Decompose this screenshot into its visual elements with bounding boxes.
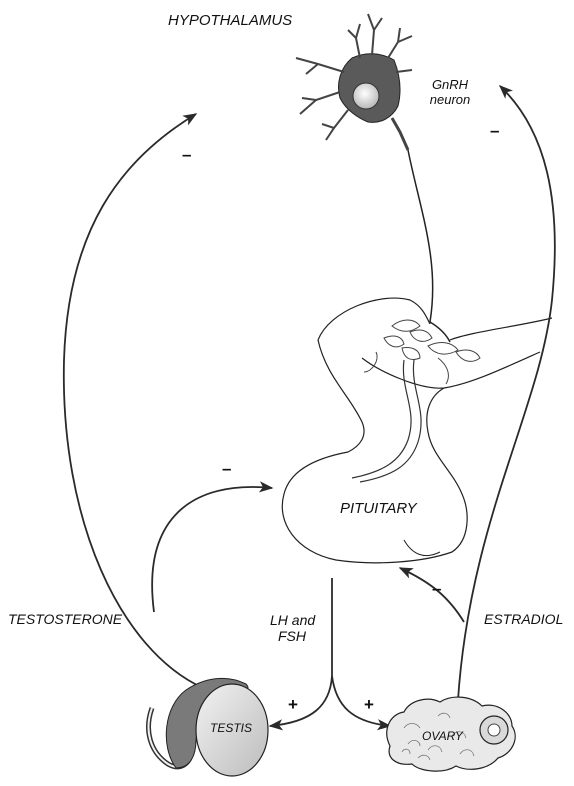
hypothalamus-label: HYPOTHALAMUS xyxy=(168,12,292,29)
gnrh-neuron xyxy=(296,14,412,150)
lh-fsh-label-line1: LH and xyxy=(270,612,315,628)
ovary-label: OVARY xyxy=(422,730,463,744)
estradiol-pituitary-sign: – xyxy=(432,580,441,597)
pituitary-gland xyxy=(282,340,467,563)
estradiol-label: ESTRADIOL xyxy=(484,611,563,627)
testosterone-to-pituitary-arrow[interactable] xyxy=(152,487,272,612)
lh-fsh-label-line2: FSH xyxy=(270,628,315,644)
hypothalamic-base xyxy=(362,352,540,388)
testosterone-hypothalamus-sign: – xyxy=(182,146,191,163)
pituitary-label: PITUITARY xyxy=(340,500,417,517)
testosterone-pituitary-sign: – xyxy=(222,460,231,477)
lh-fsh-testis-sign: + xyxy=(288,696,298,713)
testosterone-to-hypothalamus-arrow[interactable] xyxy=(64,114,203,688)
gnrh-label-line2: neuron xyxy=(424,93,476,108)
estradiol-hypothalamus-sign: – xyxy=(490,122,499,139)
gnrh-axon-branch xyxy=(430,322,450,342)
lh-fsh-to-ovary-arrow[interactable] xyxy=(332,676,390,726)
pituitary-lobe-fold xyxy=(404,540,440,556)
follicle-antrum xyxy=(488,724,500,736)
gnrh-neuron-label: GnRH neuron xyxy=(424,78,476,108)
testis-label: TESTIS xyxy=(210,722,252,736)
gnrh-axon xyxy=(408,150,433,322)
estradiol-to-hypothalamus-arrow[interactable] xyxy=(458,86,555,700)
hypothalamic-floor-right xyxy=(450,318,552,340)
lh-fsh-to-testis-arrow[interactable] xyxy=(270,676,332,726)
portal-capillaries xyxy=(364,320,480,384)
hypothalamic-floor-left xyxy=(318,298,430,340)
neuron-nucleus xyxy=(353,83,379,109)
lh-fsh-label: LH and FSH xyxy=(270,612,315,644)
lh-fsh-ovary-sign: + xyxy=(364,696,374,713)
gnrh-label-line1: GnRH xyxy=(424,78,476,93)
testosterone-label: TESTOSTERONE xyxy=(8,611,122,627)
